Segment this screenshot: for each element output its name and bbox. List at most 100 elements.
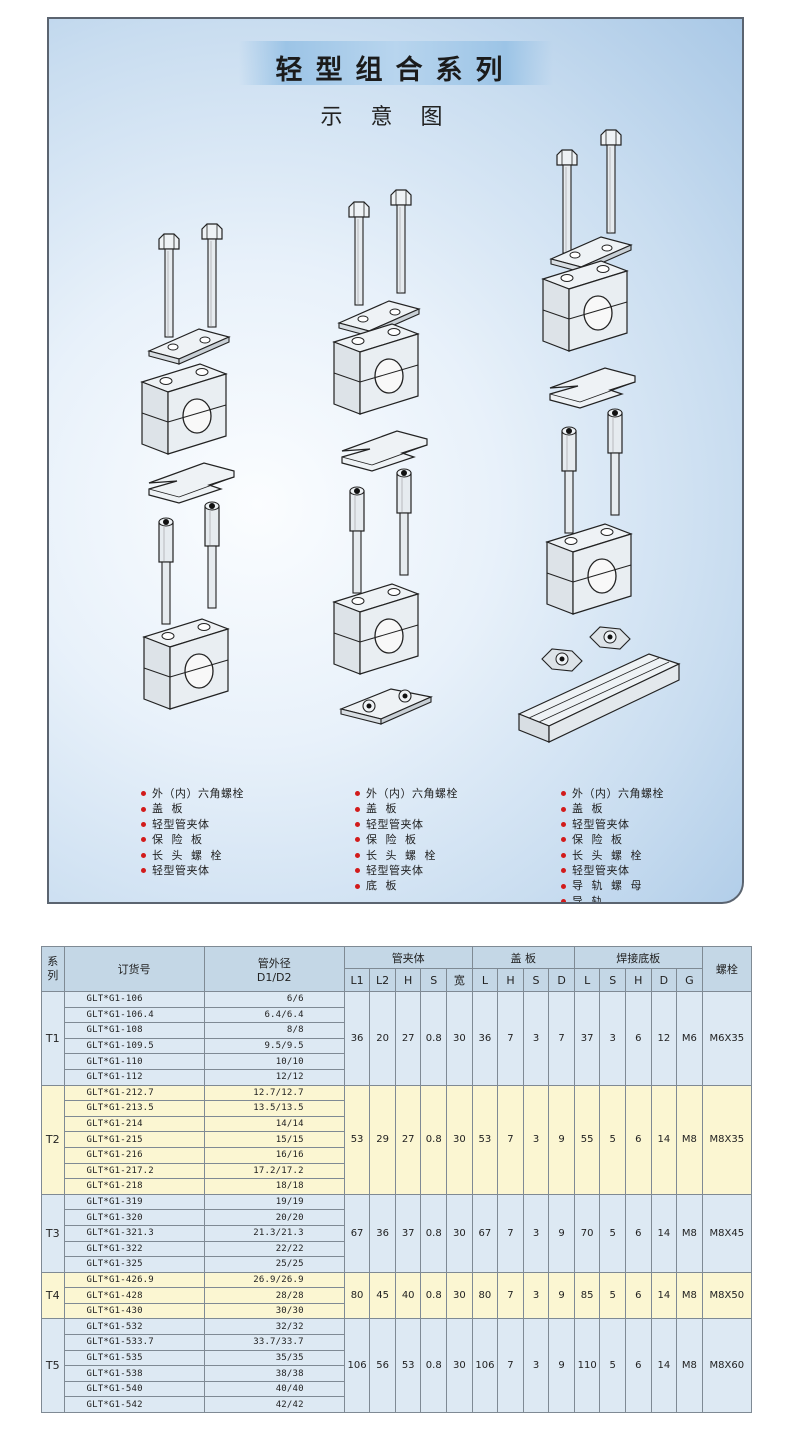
order-no-cell: GLT*G1-213.5 xyxy=(63,1100,205,1117)
diagram-title: 轻型组合系列 xyxy=(275,55,516,86)
header-diameter-sub: D1/D2 xyxy=(256,970,292,984)
weld-value-cell: 110 xyxy=(573,1318,601,1414)
bullet-icon xyxy=(355,852,360,858)
cover-value-cell: 3 xyxy=(522,1193,550,1273)
legend-item: 盖 板 xyxy=(141,801,244,816)
diameter-cell: 6/6 xyxy=(203,991,345,1008)
order-no-cell: GLT*G1-532 xyxy=(63,1318,205,1336)
order-no-cell: GLT*G1-535 xyxy=(63,1349,205,1367)
legend-item: 轻型管夹体 xyxy=(561,863,664,878)
legend-item: 长 头 螺 栓 xyxy=(141,848,244,863)
legend-item: 外（内）六角螺栓 xyxy=(141,786,244,801)
diameter-cell: 10/10 xyxy=(203,1053,345,1070)
cover-value-cell: 67 xyxy=(471,1193,499,1273)
clamp-value-cell: 106 xyxy=(343,1318,371,1414)
clamp-value-cell: 0.8 xyxy=(420,1271,448,1320)
clamp-value-cell: 0.8 xyxy=(420,991,448,1086)
order-no-cell: GLT*G1-215 xyxy=(63,1131,205,1148)
header-diameter-label: 管外径 xyxy=(257,956,291,970)
order-no-cell: GLT*G1-322 xyxy=(63,1240,205,1258)
diameter-cell: 32/32 xyxy=(203,1318,345,1336)
diameter-cell: 13.5/13.5 xyxy=(203,1100,345,1117)
bullet-icon xyxy=(355,868,360,874)
order-no-cell: GLT*G1-542 xyxy=(63,1396,205,1414)
diameter-cell: 42/42 xyxy=(203,1396,345,1414)
cover-value-cell: 7 xyxy=(497,1193,524,1273)
header-cover-plate: 盖 板 xyxy=(471,946,575,969)
header-diameter: 管外径 D1/D2 xyxy=(203,946,345,992)
series-cell: T3 xyxy=(41,1193,65,1273)
cover-value-cell: 9 xyxy=(548,1271,575,1320)
bolt-cell: M8X45 xyxy=(701,1193,753,1273)
bullet-icon xyxy=(561,806,566,812)
bullet-icon xyxy=(141,821,146,827)
legend-item: 盖 板 xyxy=(355,801,458,816)
weld-value-cell: 14 xyxy=(650,1084,678,1195)
bullet-icon xyxy=(141,806,146,812)
clamp-value-cell: 80 xyxy=(343,1271,371,1320)
header-clamp-col: L1 xyxy=(343,968,371,992)
order-no-cell: GLT*G1-212.7 xyxy=(63,1084,205,1102)
order-no-cell: GLT*G1-321.3 xyxy=(63,1224,205,1242)
bullet-icon xyxy=(141,837,146,843)
diameter-cell: 9.5/9.5 xyxy=(203,1037,345,1055)
legend-item: 底 板 xyxy=(355,878,458,893)
cover-value-cell: 9 xyxy=(548,1318,575,1414)
weld-value-cell: 5 xyxy=(599,1318,626,1414)
diagram-panel: 轻型组合系列 示意图 xyxy=(47,17,744,904)
legend-item: 导 轨 螺 母 xyxy=(561,878,664,893)
order-no-cell: GLT*G1-106.4 xyxy=(63,1006,205,1024)
weld-value-cell: 3 xyxy=(599,991,626,1086)
legend-item: 轻型管夹体 xyxy=(355,817,458,832)
clamp-value-cell: 27 xyxy=(394,1084,422,1195)
header-weld-plate: 焊接底板 xyxy=(573,946,703,969)
order-no-cell: GLT*G1-430 xyxy=(63,1302,205,1320)
weld-value-cell: M8 xyxy=(676,1318,703,1414)
diameter-cell: 20/20 xyxy=(203,1209,345,1226)
bolt-cell: M6X35 xyxy=(701,991,753,1086)
clamp-value-cell: 36 xyxy=(369,1193,396,1273)
legend-column-2: 外（内）六角螺栓 盖 板 轻型管夹体 保 险 板 长 头 螺 栓 轻型管夹体 底… xyxy=(355,786,458,894)
series-cell: T2 xyxy=(41,1084,65,1195)
cover-value-cell: 80 xyxy=(471,1271,499,1320)
cover-value-cell: 7 xyxy=(497,1318,524,1414)
legend-item: 保 险 板 xyxy=(355,832,458,847)
header-cover-col: S xyxy=(522,968,550,992)
header-clamp-col: 宽 xyxy=(446,968,473,992)
diameter-cell: 14/14 xyxy=(203,1115,345,1133)
clamp-value-cell: 20 xyxy=(369,991,396,1086)
bullet-icon xyxy=(561,883,566,889)
series-cell: T5 xyxy=(41,1318,65,1414)
bullet-icon xyxy=(355,806,360,812)
series-cell: T4 xyxy=(41,1271,65,1320)
bullet-icon xyxy=(561,791,566,797)
clamp-value-cell: 67 xyxy=(343,1193,371,1273)
bullet-icon xyxy=(355,791,360,797)
clamp-value-cell: 53 xyxy=(343,1084,371,1195)
clamp-value-cell: 53 xyxy=(394,1318,422,1414)
clamp-value-cell: 30 xyxy=(446,1193,473,1273)
header-cover-col: L xyxy=(471,968,499,992)
weld-value-cell: 70 xyxy=(573,1193,601,1273)
legend-item: 导 轨 xyxy=(561,894,664,902)
bullet-icon xyxy=(561,868,566,874)
diameter-cell: 25/25 xyxy=(203,1256,345,1273)
diameter-cell: 35/35 xyxy=(203,1349,345,1367)
bolt-cell: M8X50 xyxy=(701,1271,753,1320)
diameter-cell: 12.7/12.7 xyxy=(203,1084,345,1102)
cover-value-cell: 7 xyxy=(497,1271,524,1320)
assembly-column-1 xyxy=(141,223,235,710)
diameter-cell: 38/38 xyxy=(203,1365,345,1382)
series-cell: T1 xyxy=(41,991,65,1086)
order-no-cell: GLT*G1-110 xyxy=(63,1053,205,1070)
order-no-cell: GLT*G1-218 xyxy=(63,1178,205,1195)
weld-value-cell: 14 xyxy=(650,1193,678,1273)
